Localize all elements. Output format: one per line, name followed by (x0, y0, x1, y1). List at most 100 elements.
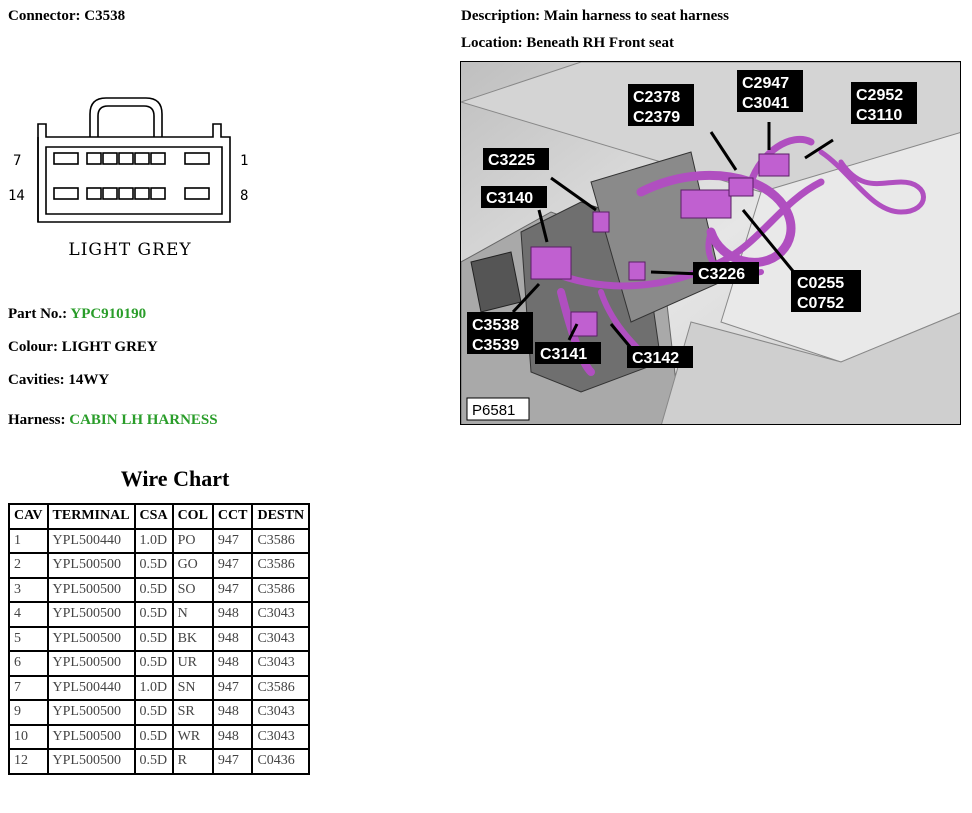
cell-cct: 947 (211, 527, 254, 554)
pin-number-14: 14 (8, 188, 25, 204)
wire-chart-header-row: CAV TERMINAL CSA COL CCT DESTN (8, 503, 311, 530)
table-row: 5 YPL500500 0.5D BK 948 C3043 (8, 625, 311, 652)
cell-terminal: YPL500440 (46, 674, 136, 701)
colour-line: Colour: LIGHT GREY (8, 339, 158, 356)
header-cav: CAV (8, 503, 49, 530)
table-row: 1 YPL500440 1.0D PO 947 C3586 (8, 527, 311, 554)
cell-col: SR (171, 699, 214, 726)
table-row: 10 YPL500500 0.5D WR 948 C3043 (8, 723, 311, 750)
location-label: Location: (461, 35, 523, 51)
cell-col: WR (171, 723, 214, 750)
cell-terminal: YPL500500 (46, 650, 136, 677)
part-no-link[interactable]: YPC910190 (70, 306, 147, 322)
callout-c3225: C3225 (488, 152, 535, 169)
cell-destn: C3043 (251, 699, 311, 726)
cell-destn: C3043 (251, 625, 311, 652)
cell-destn: C3043 (251, 650, 311, 677)
diagram-colour-caption: LIGHT GREY (68, 240, 191, 260)
location-line: Location: Beneath RH Front seat (461, 35, 674, 52)
cell-csa: 0.5D (133, 650, 174, 677)
cell-terminal: YPL500500 (46, 625, 136, 652)
callout-c2379: C2379 (633, 109, 680, 126)
cell-csa: 0.5D (133, 748, 174, 775)
cell-cct: 947 (211, 748, 254, 775)
connector-face-diagram: 7 1 14 8 LIGHT GREY (8, 97, 248, 260)
header-cct: CCT (211, 503, 254, 530)
cell-cct: 947 (211, 674, 254, 701)
cell-terminal: YPL500440 (46, 527, 136, 554)
table-row: 12 YPL500500 0.5D R 947 C0436 (8, 748, 311, 775)
table-row: 2 YPL500500 0.5D GO 947 C3586 (8, 552, 311, 579)
cell-terminal: YPL500500 (46, 748, 136, 775)
callout-c3142: C3142 (632, 350, 679, 367)
callout-c0752: C0752 (797, 295, 844, 312)
connector-heading: Connector: C3538 (8, 8, 125, 25)
header-destn: DESTN (251, 503, 311, 530)
callout-c3141: C3141 (540, 346, 587, 363)
cell-destn: C3586 (251, 576, 311, 603)
header-terminal: TERMINAL (46, 503, 136, 530)
cell-cav: 2 (8, 552, 49, 579)
wire-chart-title: Wire Chart (120, 466, 230, 491)
cell-csa: 1.0D (133, 527, 174, 554)
cell-col: N (171, 601, 214, 628)
cell-cav: 6 (8, 650, 49, 677)
cell-csa: 0.5D (133, 576, 174, 603)
cell-cct: 947 (211, 576, 254, 603)
cell-col: UR (171, 650, 214, 677)
cell-cct: 948 (211, 625, 254, 652)
cell-cct: 948 (211, 650, 254, 677)
cell-cav: 5 (8, 625, 49, 652)
table-row: 9 YPL500500 0.5D SR 948 C3043 (8, 699, 311, 726)
cell-csa: 0.5D (133, 552, 174, 579)
description-line: Description: Main harness to seat harnes… (461, 8, 729, 25)
cell-cav: 9 (8, 699, 49, 726)
cell-terminal: YPL500500 (46, 601, 136, 628)
part-no-line: Part No.: YPC910190 (8, 306, 146, 323)
callout-c3539: C3539 (472, 337, 519, 354)
cavities-line: Cavities: 14WY (8, 372, 109, 389)
table-row: 6 YPL500500 0.5D UR 948 C3043 (8, 650, 311, 677)
cell-col: GO (171, 552, 214, 579)
cell-terminal: YPL500500 (46, 576, 136, 603)
cell-cav: 4 (8, 601, 49, 628)
cell-destn: C3043 (251, 723, 311, 750)
harness-link[interactable]: CABIN LH HARNESS (69, 412, 218, 428)
cavities-value: 14WY (68, 372, 110, 388)
cavities-label: Cavities: (8, 372, 65, 388)
cell-csa: 0.5D (133, 601, 174, 628)
cell-destn: C3586 (251, 552, 311, 579)
callout-c2947: C2947 (742, 75, 789, 92)
colour-label: Colour: (8, 339, 58, 355)
cell-terminal: YPL500500 (46, 699, 136, 726)
description-value: Main harness to seat harness (543, 8, 729, 24)
callout-c3140: C3140 (486, 190, 533, 207)
table-row: 3 YPL500500 0.5D SO 947 C3586 (8, 576, 311, 603)
cell-csa: 0.5D (133, 723, 174, 750)
cell-terminal: YPL500500 (46, 723, 136, 750)
wire-chart-table: CAV TERMINAL CSA COL CCT DESTN 1 YPL5004… (8, 503, 311, 775)
header-col: COL (171, 503, 214, 530)
cell-terminal: YPL500500 (46, 552, 136, 579)
harness-line: Harness: CABIN LH HARNESS (8, 412, 218, 429)
cell-col: SN (171, 674, 214, 701)
cell-cct: 948 (211, 723, 254, 750)
cell-col: PO (171, 527, 214, 554)
cell-cct: 948 (211, 601, 254, 628)
connector-label: Connector: (8, 8, 81, 24)
callout-c3538: C3538 (472, 317, 519, 334)
pin-number-8: 8 (240, 188, 248, 204)
cell-col: SO (171, 576, 214, 603)
cell-cav: 10 (8, 723, 49, 750)
harness-illustration: C2378 C2379 C2947 C3041 C2952 C3110 C322… (461, 62, 960, 424)
callout-c0255: C0255 (797, 275, 844, 292)
cell-col: R (171, 748, 214, 775)
pin-number-1: 1 (240, 153, 248, 169)
colour-value: LIGHT GREY (61, 339, 158, 355)
cell-cav: 3 (8, 576, 49, 603)
cell-cav: 1 (8, 527, 49, 554)
pin-number-7: 7 (13, 153, 21, 169)
connector-value: C3538 (84, 8, 126, 24)
cell-csa: 0.5D (133, 699, 174, 726)
callout-c2952: C2952 (856, 87, 903, 104)
